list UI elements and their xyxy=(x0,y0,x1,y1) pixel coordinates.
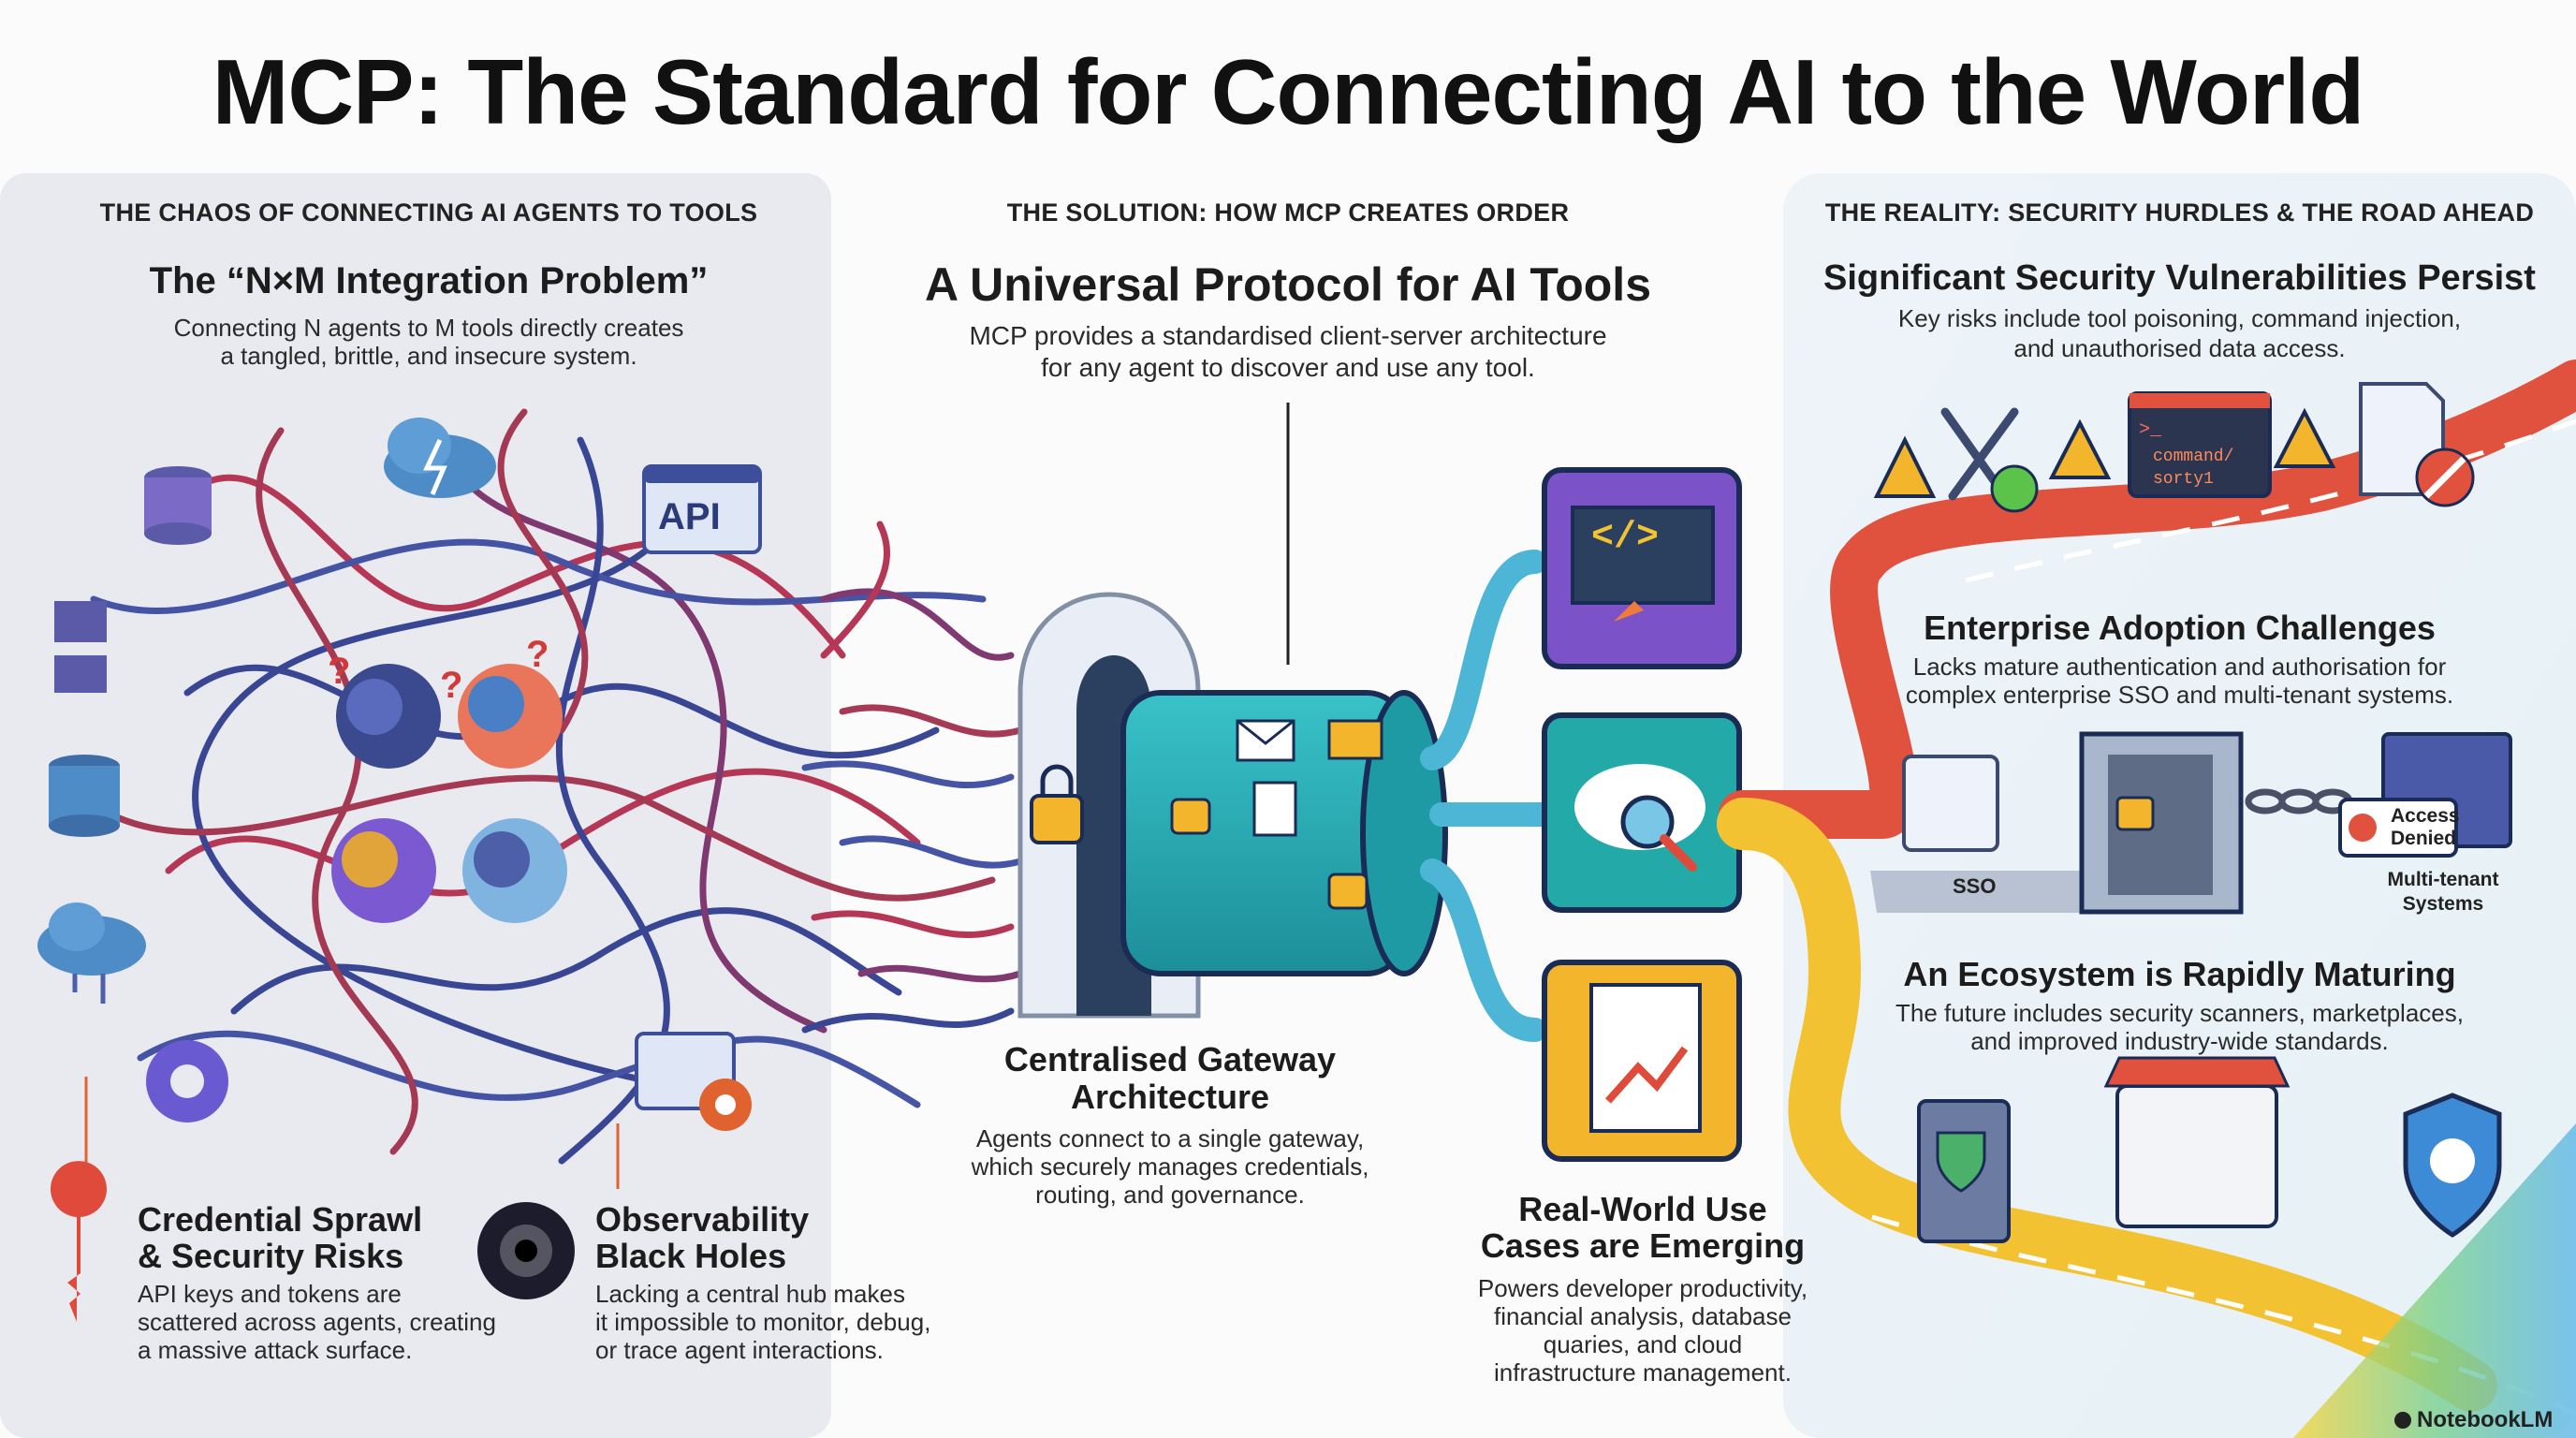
security-heading: Significant Security Vulnerabilities Per… xyxy=(1823,258,2536,298)
security-desc-line1: Key risks include tool poisoning, comman… xyxy=(1897,304,2462,332)
right-eyebrow: THE REALITY: SECURITY HURDLES & THE ROAD… xyxy=(1824,198,2535,227)
notebooklm-logo-icon xyxy=(2394,1412,2411,1429)
svg-text:?: ? xyxy=(440,665,462,706)
road-horizon-glow xyxy=(2293,1123,2576,1438)
svg-text:?: ? xyxy=(328,651,350,692)
multi-tenant-line2: Systems xyxy=(2402,893,2484,915)
question-marks-icon: ??? xyxy=(328,634,549,706)
ecosystem-desc-line2: and improved industry-wide standards. xyxy=(1970,1027,2389,1055)
terminal-line1: command/ xyxy=(2153,448,2234,466)
usecases-desc-line2: financial analysis, database xyxy=(1494,1302,1792,1330)
locked-door-icon xyxy=(2079,731,2244,915)
ecosystem-desc-line1: The future includes security scanners, m… xyxy=(1895,999,2464,1027)
code-window-card xyxy=(1542,467,1742,669)
report-chart-card xyxy=(1542,960,1742,1162)
usecases-title-line1: Real-World Use xyxy=(1518,1190,1767,1228)
api-label: API xyxy=(658,496,721,537)
terminal-prompt: >_ xyxy=(2139,419,2162,441)
security-desc-line2: and unauthorised data access. xyxy=(2013,334,2346,362)
middle-heading: A Universal Protocol for AI Tools xyxy=(924,258,1652,311)
warning-sign-icon xyxy=(1873,407,2336,498)
api-window-icon xyxy=(642,464,762,554)
access-denied-sign xyxy=(2338,798,2458,858)
gateway-desc-line2: which securely manages credentials, xyxy=(971,1152,1369,1181)
shield-gear-icon xyxy=(2403,1093,2502,1238)
terminal-window-icon xyxy=(2128,391,2272,498)
middle-desc-line2: for any agent to discover and use any to… xyxy=(1041,353,1535,382)
gateway-desc-line1: Agents connect to a single gateway, xyxy=(975,1124,1365,1152)
cloud-network-icon xyxy=(37,902,146,1004)
usecases-desc-line1: Powers developer productivity, xyxy=(1477,1274,1808,1302)
black-hole-icon xyxy=(477,1202,575,1299)
gateway-desc-line3: routing, and governance. xyxy=(1035,1181,1305,1209)
skull-icon xyxy=(1990,464,2039,513)
tangled-wires xyxy=(90,408,1024,1165)
lock-icon-2 xyxy=(1170,798,1211,835)
middle-desc-line1: MCP provides a standardised client-serve… xyxy=(969,321,1607,350)
svg-text:?: ? xyxy=(526,634,549,675)
access-denied-line2: Denied xyxy=(2391,828,2457,849)
lock-icon xyxy=(1030,764,1084,844)
observability-desc-line1: Lacking a central hub makes xyxy=(595,1280,905,1308)
observability-desc-line3: or trace agent interactions. xyxy=(595,1336,884,1364)
pipes xyxy=(1420,550,1557,1042)
gateway-title-line1: Centralised Gateway xyxy=(1003,1040,1337,1078)
document-icon xyxy=(1252,781,1297,837)
usecases-desc-line3: quaries, and cloud xyxy=(1543,1330,1743,1358)
left-desc-line1: Connecting N agents to M tools directly … xyxy=(173,314,684,342)
credential-sprawl-desc-line2: scattered across agents, creating xyxy=(138,1308,496,1336)
marketplace-store-icon xyxy=(2103,1056,2291,1228)
left-eyebrow: THE CHAOS OF CONNECTING AI AGENTS TO TOO… xyxy=(99,198,758,227)
settings-window-icon xyxy=(635,1032,752,1131)
sso-label: SSO xyxy=(1953,874,1997,898)
cloud-icon xyxy=(384,418,496,498)
agent-head-icons xyxy=(331,664,567,923)
credential-sprawl-title-line2: & Security Risks xyxy=(138,1237,404,1275)
left-desc-line2: a tangled, brittle, and insecure system. xyxy=(220,342,637,370)
broken-folder-icon xyxy=(54,601,107,693)
left-heading: The “N×M Integration Problem” xyxy=(149,260,709,301)
ecosystem-heading: An Ecosystem is Rapidly Maturing xyxy=(1903,955,2456,993)
enterprise-desc-line1: Lacks mature authentication and authoris… xyxy=(1912,653,2447,681)
access-denied-line1: Access xyxy=(2391,805,2460,827)
page-title: MCP: The Standard for Connecting AI to t… xyxy=(212,40,2364,143)
gateway-title-line2: Architecture xyxy=(1070,1078,1270,1116)
broken-key-icon xyxy=(51,1161,108,1322)
usecases-title-line2: Cases are Emerging xyxy=(1480,1226,1806,1265)
database-icon-2 xyxy=(49,755,120,837)
credential-sprawl-desc-line1: API keys and tokens are xyxy=(138,1280,402,1308)
lock-icon-3 xyxy=(1327,873,1368,910)
notebooklm-brand: NotebookLM xyxy=(2417,1407,2554,1432)
enterprise-heading: Enterprise Adoption Challenges xyxy=(1924,609,2436,647)
usecases-desc-line4: infrastructure management. xyxy=(1494,1358,1792,1387)
gear-broken-icon xyxy=(146,1040,228,1123)
terminal-line2: sorty1 xyxy=(2153,470,2214,489)
envelope-icon xyxy=(1236,719,1295,762)
cloud-search-card xyxy=(1542,712,1742,913)
no-access-icon xyxy=(2415,448,2475,507)
middle-eyebrow: THE SOLUTION: HOW MCP CREATES ORDER xyxy=(1006,198,1570,227)
security-scanner-icon xyxy=(1917,1099,2011,1243)
observability-title-line2: Black Holes xyxy=(595,1237,787,1275)
enterprise-desc-line2: complex enterprise SSO and multi-tenant … xyxy=(1905,681,2454,709)
observability-title-line1: Observability xyxy=(595,1200,810,1239)
observability-desc-line2: it impossible to monitor, debug, xyxy=(595,1308,931,1336)
credential-sprawl-title-line1: Credential Sprawl xyxy=(138,1200,423,1239)
database-icon xyxy=(144,466,212,545)
folder-icon xyxy=(1327,719,1383,760)
credential-sprawl-desc-line3: a massive attack surface. xyxy=(138,1336,413,1364)
code-glyph: </> xyxy=(1591,517,1660,559)
multi-tenant-line1: Multi-tenant xyxy=(2387,869,2499,890)
